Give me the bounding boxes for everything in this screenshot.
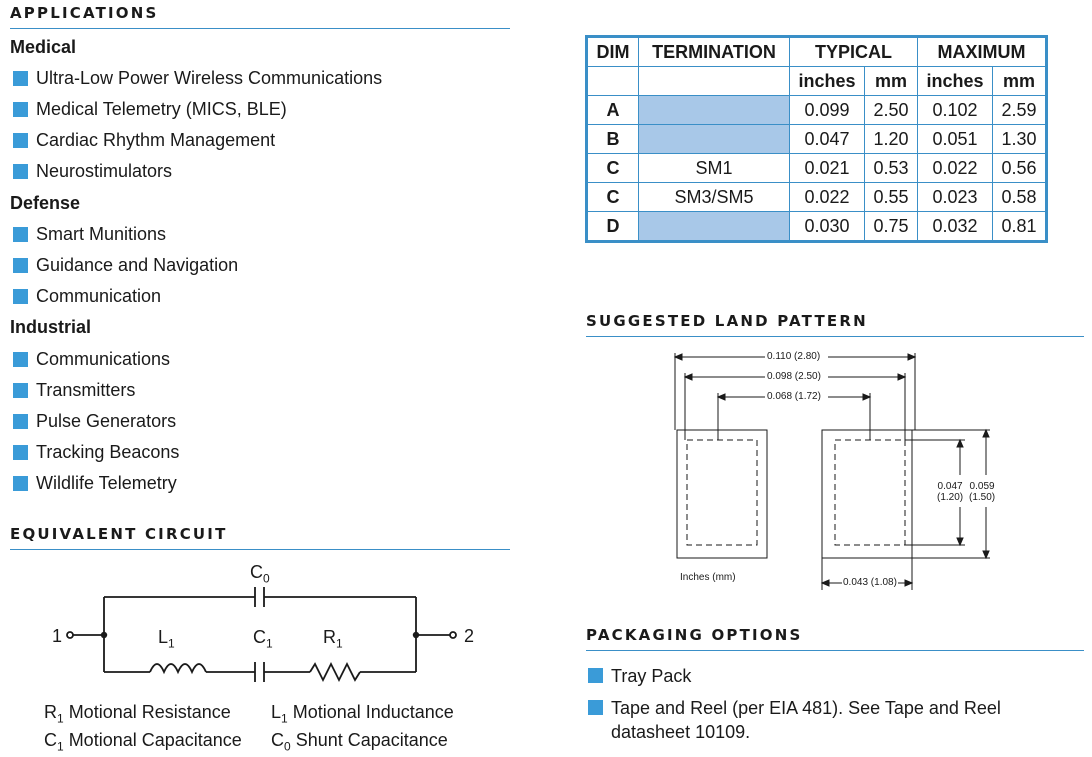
subheader-blank [586, 66, 639, 96]
terminal-1-icon [66, 631, 74, 639]
l1-label: L1 [158, 627, 175, 651]
bullet-square-icon [13, 289, 28, 304]
applications-heading: APPLICATIONS [10, 4, 159, 22]
right-inner-dashed [834, 439, 906, 546]
legend-c1: C1 Motional Capacitance [44, 730, 242, 754]
list-item: Neurostimulators [13, 161, 172, 182]
legend-r1: R1 Motional Resistance [44, 702, 231, 726]
list-item: Tray Pack [588, 664, 691, 688]
subheader-typ-inches: inches [789, 66, 865, 96]
land-pattern-rule [586, 336, 1084, 337]
shaded-cell [638, 211, 790, 242]
units-label: Inches (mm) [680, 572, 736, 583]
category-industrial: Industrial [10, 317, 92, 337]
bullet-square-icon [13, 414, 28, 429]
list-item: Tracking Beacons [13, 442, 179, 463]
bullet-square-icon [13, 476, 28, 491]
equivalent-circuit-heading: EQUIVALENT CIRCUIT [10, 525, 228, 543]
right-pad-rect [821, 429, 913, 559]
shaded-cell [638, 124, 790, 154]
resistor-icon [309, 661, 361, 683]
left-pad-rect [676, 429, 768, 559]
land-pattern-heading: SUGGESTED LAND PATTERN [586, 312, 868, 330]
subheader-typ-mm: mm [864, 66, 918, 96]
circuit-rule [10, 549, 510, 550]
dim-label-inner: 0.068 (1.72) [767, 391, 821, 402]
list-item: Communications [13, 349, 170, 370]
left-inner-dashed [686, 439, 758, 546]
bullet-square-icon [13, 227, 28, 242]
packaging-heading: PACKAGING OPTIONS [586, 626, 803, 644]
land-pattern-diagram [673, 353, 990, 590]
applications-rule [10, 28, 510, 29]
list-item: Ultra-Low Power Wireless Communications [13, 68, 382, 89]
dim-label-pad-width: 0.043 (1.08) [843, 577, 897, 588]
bullet-square-icon [13, 71, 28, 86]
list-item: Cardiac Rhythm Management [13, 130, 275, 151]
equivalent-circuit-diagram [66, 587, 457, 683]
dim-label-height-outer: 0.059(1.50) [969, 481, 996, 503]
header-dim: DIM [586, 36, 639, 67]
dimensions-table: DIM TERMINATION TYPICAL MAXIMUM inches m… [585, 35, 1048, 243]
bullet-square-icon [588, 700, 603, 715]
r1-label: R1 [323, 627, 343, 651]
list-item: Pulse Generators [13, 411, 176, 432]
c1-label: C1 [253, 627, 273, 651]
header-maximum: MAXIMUM [917, 36, 1047, 67]
list-item: Smart Munitions [13, 224, 166, 245]
list-item: Transmitters [13, 380, 135, 401]
packaging-rule [586, 650, 1084, 651]
inductor-icon [149, 663, 207, 675]
legend-c0: C0 Shunt Capacitance [271, 730, 448, 754]
dim-label-overall: 0.110 (2.80) [767, 351, 821, 362]
bullet-square-icon [13, 102, 28, 117]
bullet-square-icon [13, 383, 28, 398]
bullet-square-icon [13, 133, 28, 148]
node-1-label: 1 [52, 626, 63, 646]
subheader-max-inches: inches [917, 66, 993, 96]
shaded-cell [638, 95, 790, 125]
dim-label-height-inner: 0.047(1.20) [937, 481, 964, 503]
terminal-2-icon [449, 631, 457, 639]
legend-l1: L1 Motional Inductance [271, 702, 454, 726]
header-termination: TERMINATION [638, 36, 790, 67]
bullet-square-icon [13, 445, 28, 460]
list-item: Communication [13, 286, 161, 307]
bullet-square-icon [13, 352, 28, 367]
list-item: Guidance and Navigation [13, 255, 238, 276]
bullet-square-icon [588, 668, 603, 683]
node-2-label: 2 [464, 626, 475, 646]
bullet-square-icon [13, 258, 28, 273]
c0-label: C0 [250, 562, 270, 586]
list-item: Medical Telemetry (MICS, BLE) [13, 99, 287, 120]
header-typical: TYPICAL [789, 36, 918, 67]
list-item: Wildlife Telemetry [13, 473, 177, 494]
list-item: Tape and Reel (per EIA 481). See Tape an… [588, 696, 1068, 744]
category-defense: Defense [10, 193, 81, 213]
dim-label-outer: 0.098 (2.50) [767, 371, 821, 382]
subheader-blank [638, 66, 790, 96]
category-medical: Medical [10, 37, 77, 57]
bullet-square-icon [13, 164, 28, 179]
subheader-max-mm: mm [992, 66, 1047, 96]
